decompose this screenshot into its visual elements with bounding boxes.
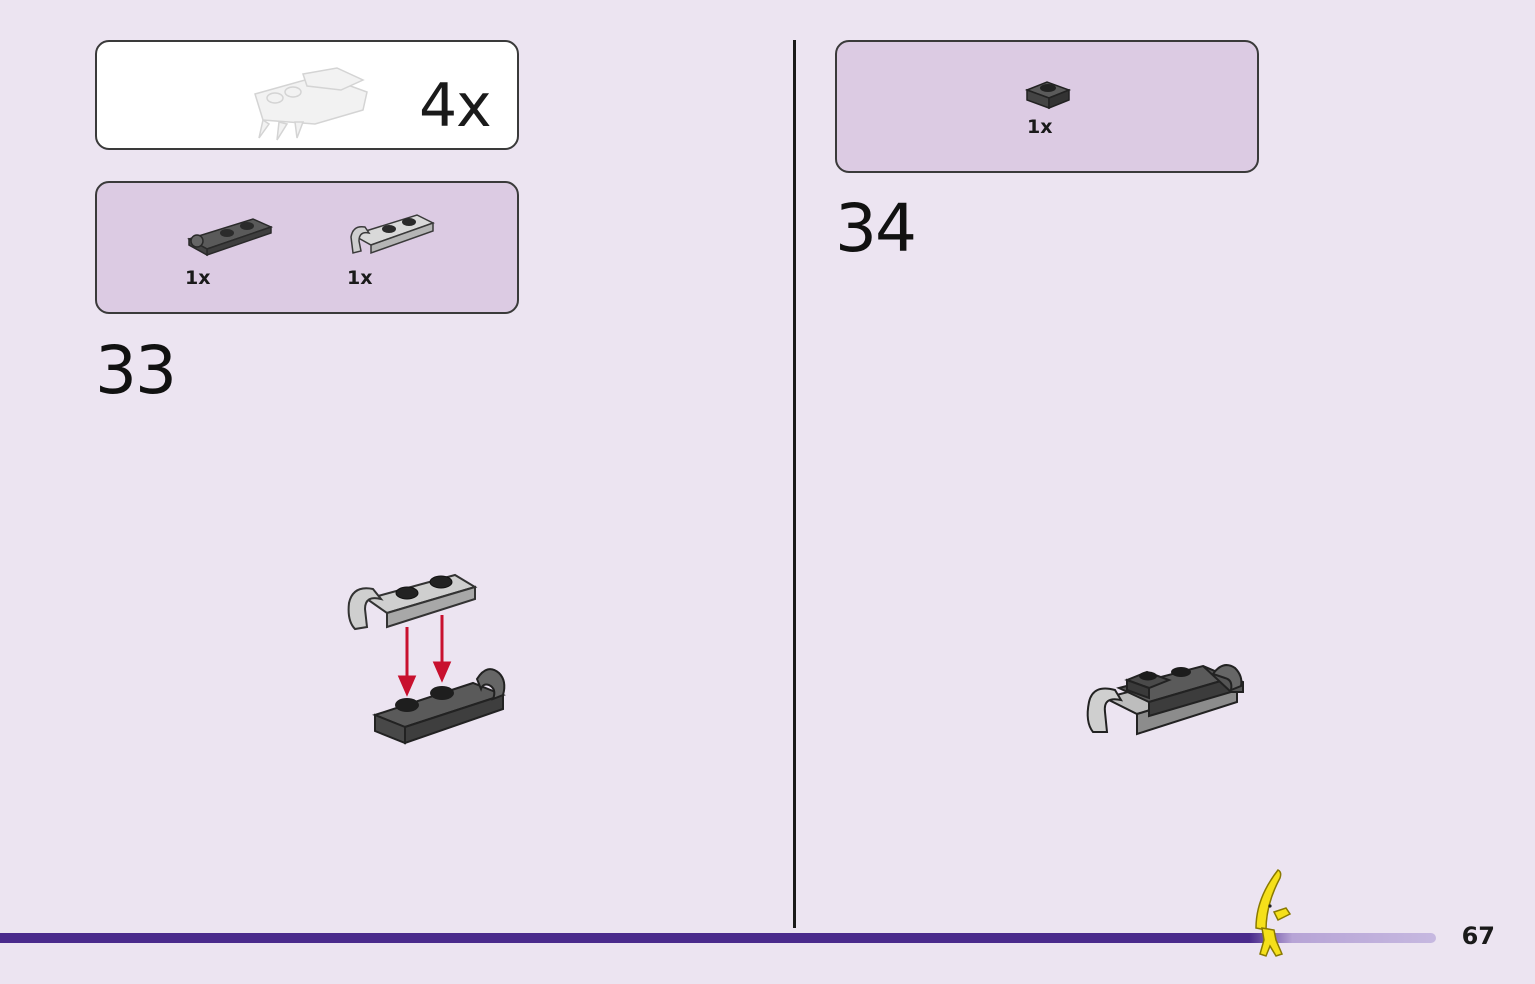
part-qty-2: 1x [347, 267, 373, 289]
light-gray-plate-clip-icon [350, 214, 435, 255]
dark-gray-plate-clip-icon [187, 218, 274, 257]
part-qty-3: 1x [1027, 116, 1053, 138]
page-divider [793, 40, 796, 928]
dark-gray-plate-1x1-icon [1024, 81, 1072, 110]
submodel-claw-icon [254, 67, 368, 141]
step-number-34: 34 [835, 190, 917, 267]
progress-bar [0, 933, 1436, 943]
step-34-build-illustration [1086, 664, 1244, 736]
submodel-callout-box: 4x [95, 40, 519, 150]
page-number: 67 [1461, 922, 1495, 950]
light-gray-plate-clip-part [347, 573, 478, 631]
banana-minifigure-icon [1255, 869, 1292, 957]
submodel-count: 4x [419, 71, 492, 141]
step-number-33: 33 [95, 332, 177, 409]
parts-list-box-step-34: 1x [835, 40, 1259, 173]
part-qty-1: 1x [185, 267, 211, 289]
dark-gray-plate-clip-part [372, 668, 506, 745]
assembly-arrows [397, 615, 452, 697]
parts-list-box-step-33: 1x 1x [95, 181, 519, 314]
step-33-build-illustration [347, 573, 506, 745]
